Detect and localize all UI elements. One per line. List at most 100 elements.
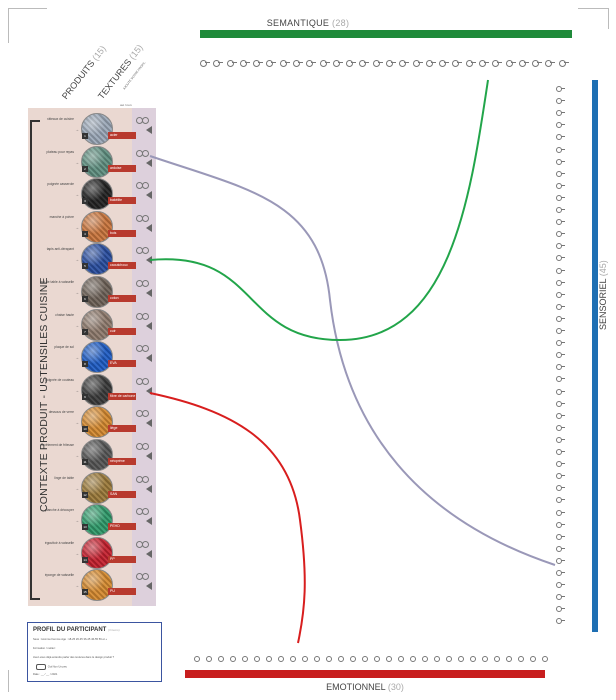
- sensoriel-item[interactable]: [552, 157, 592, 165]
- sensoriel-item[interactable]: [552, 387, 592, 395]
- emotionnel-radio[interactable]: [410, 656, 416, 662]
- sensoriel-radio[interactable]: [556, 267, 562, 274]
- yes-no-choice[interactable]: [136, 182, 149, 190]
- emotionnel-item[interactable]: [473, 640, 491, 668]
- emotionnel-radio[interactable]: [290, 656, 296, 662]
- sensoriel-radio[interactable]: [556, 557, 562, 564]
- yes-no-choice[interactable]: [136, 475, 149, 483]
- no-radio[interactable]: [142, 573, 149, 581]
- sensoriel-radio[interactable]: [556, 231, 562, 238]
- emotionnel-radio[interactable]: [506, 656, 512, 662]
- connector-arrow-icon[interactable]: [146, 191, 152, 200]
- emotionnel-radio[interactable]: [230, 656, 236, 662]
- emotionnel-item[interactable]: [233, 640, 251, 668]
- sensoriel-radio[interactable]: [556, 134, 562, 141]
- emotionnel-radio[interactable]: [422, 656, 428, 662]
- emotionnel-radio[interactable]: [482, 656, 488, 662]
- semantique-radio[interactable]: [399, 60, 407, 67]
- emotionnel-item[interactable]: [509, 640, 527, 668]
- connector-arrow-icon[interactable]: [146, 223, 152, 232]
- semantique-radio[interactable]: [279, 60, 287, 67]
- emotionnel-item[interactable]: [281, 640, 299, 668]
- no-radio[interactable]: [142, 475, 149, 483]
- sensoriel-radio[interactable]: [556, 315, 562, 322]
- sensoriel-radio[interactable]: [556, 412, 562, 419]
- emotionnel-radio[interactable]: [446, 656, 452, 662]
- semantique-item[interactable]: [439, 40, 459, 76]
- emotionnel-item[interactable]: [269, 640, 287, 668]
- semantique-radio[interactable]: [332, 60, 340, 67]
- emotionnel-item[interactable]: [497, 640, 515, 668]
- sensoriel-radio[interactable]: [556, 182, 562, 189]
- emotionnel-radio[interactable]: [302, 656, 308, 662]
- semantique-radio[interactable]: [293, 60, 300, 67]
- semantique-item[interactable]: [306, 40, 326, 76]
- sensoriel-radio[interactable]: [556, 303, 562, 310]
- sensoriel-radio[interactable]: [556, 509, 562, 516]
- sensoriel-item[interactable]: [552, 423, 592, 431]
- emotionnel-radio[interactable]: [434, 656, 440, 662]
- yes-no-choice[interactable]: [136, 280, 149, 287]
- semantique-radio[interactable]: [465, 60, 473, 67]
- connector-arrow-icon[interactable]: [146, 582, 152, 591]
- sensoriel-radio[interactable]: [556, 436, 562, 443]
- emotionnel-radio[interactable]: [542, 656, 548, 662]
- connector-arrow-icon[interactable]: [146, 321, 152, 330]
- texture-swatch[interactable]: [81, 406, 113, 439]
- yes-no-choice[interactable]: [136, 214, 149, 222]
- sensoriel-item[interactable]: [552, 350, 592, 359]
- no-radio[interactable]: [142, 149, 149, 157]
- emotionnel-item[interactable]: [317, 640, 335, 668]
- no-radio[interactable]: [142, 508, 149, 516]
- semantique-item[interactable]: [452, 40, 472, 76]
- emotionnel-radio[interactable]: [254, 656, 260, 662]
- sensoriel-item[interactable]: [552, 447, 592, 455]
- semantique-radio[interactable]: [479, 60, 486, 67]
- yes-no-choice[interactable]: [136, 247, 149, 255]
- sensoriel-radio[interactable]: [556, 473, 562, 480]
- sensoriel-radio[interactable]: [556, 291, 562, 298]
- sensoriel-item[interactable]: [552, 592, 592, 601]
- sensoriel-item[interactable]: [552, 508, 592, 516]
- connector-arrow-icon[interactable]: [146, 354, 152, 363]
- connector-arrow-icon[interactable]: [146, 289, 152, 297]
- emotionnel-radio[interactable]: [374, 656, 380, 662]
- texture-swatch[interactable]: [81, 113, 113, 145]
- semantique-radio[interactable]: [213, 60, 221, 67]
- semantique-item[interactable]: [253, 40, 273, 76]
- emotionnel-item[interactable]: [461, 640, 479, 668]
- sensoriel-item[interactable]: [552, 193, 592, 201]
- semantique-radio[interactable]: [266, 60, 274, 67]
- sensoriel-item[interactable]: [552, 459, 592, 468]
- semantique-item[interactable]: [266, 40, 286, 76]
- semantique-radio[interactable]: [505, 60, 513, 67]
- sensoriel-radio[interactable]: [556, 570, 562, 576]
- semantique-item[interactable]: [518, 40, 539, 76]
- sensoriel-radio[interactable]: [556, 110, 562, 117]
- no-radio[interactable]: [142, 182, 149, 190]
- emotionnel-item[interactable]: [521, 640, 539, 668]
- semantique-radio[interactable]: [518, 60, 526, 67]
- sensoriel-radio[interactable]: [556, 255, 562, 262]
- emotionnel-item[interactable]: [389, 640, 407, 668]
- emotionnel-radio[interactable]: [338, 656, 344, 662]
- sensoriel-radio[interactable]: [556, 497, 562, 504]
- yes-no-choice[interactable]: [136, 117, 149, 124]
- emotionnel-item[interactable]: [425, 640, 443, 668]
- emotionnel-item[interactable]: [533, 640, 551, 668]
- sensoriel-radio[interactable]: [556, 618, 562, 625]
- emotionnel-item[interactable]: [245, 640, 263, 668]
- semantique-radio[interactable]: [425, 60, 433, 67]
- sensoriel-item[interactable]: [552, 532, 592, 540]
- emotionnel-item[interactable]: [197, 640, 215, 668]
- sensoriel-radio[interactable]: [556, 388, 562, 395]
- sensoriel-item[interactable]: [552, 495, 592, 504]
- semantique-radio[interactable]: [452, 60, 460, 67]
- profile-option-box[interactable]: [36, 664, 46, 670]
- emotionnel-item[interactable]: [413, 640, 431, 668]
- no-radio[interactable]: [142, 443, 149, 450]
- sensoriel-radio[interactable]: [556, 400, 562, 407]
- emotionnel-radio[interactable]: [386, 656, 392, 662]
- sensoriel-radio[interactable]: [556, 170, 562, 177]
- semantique-item[interactable]: [359, 40, 379, 76]
